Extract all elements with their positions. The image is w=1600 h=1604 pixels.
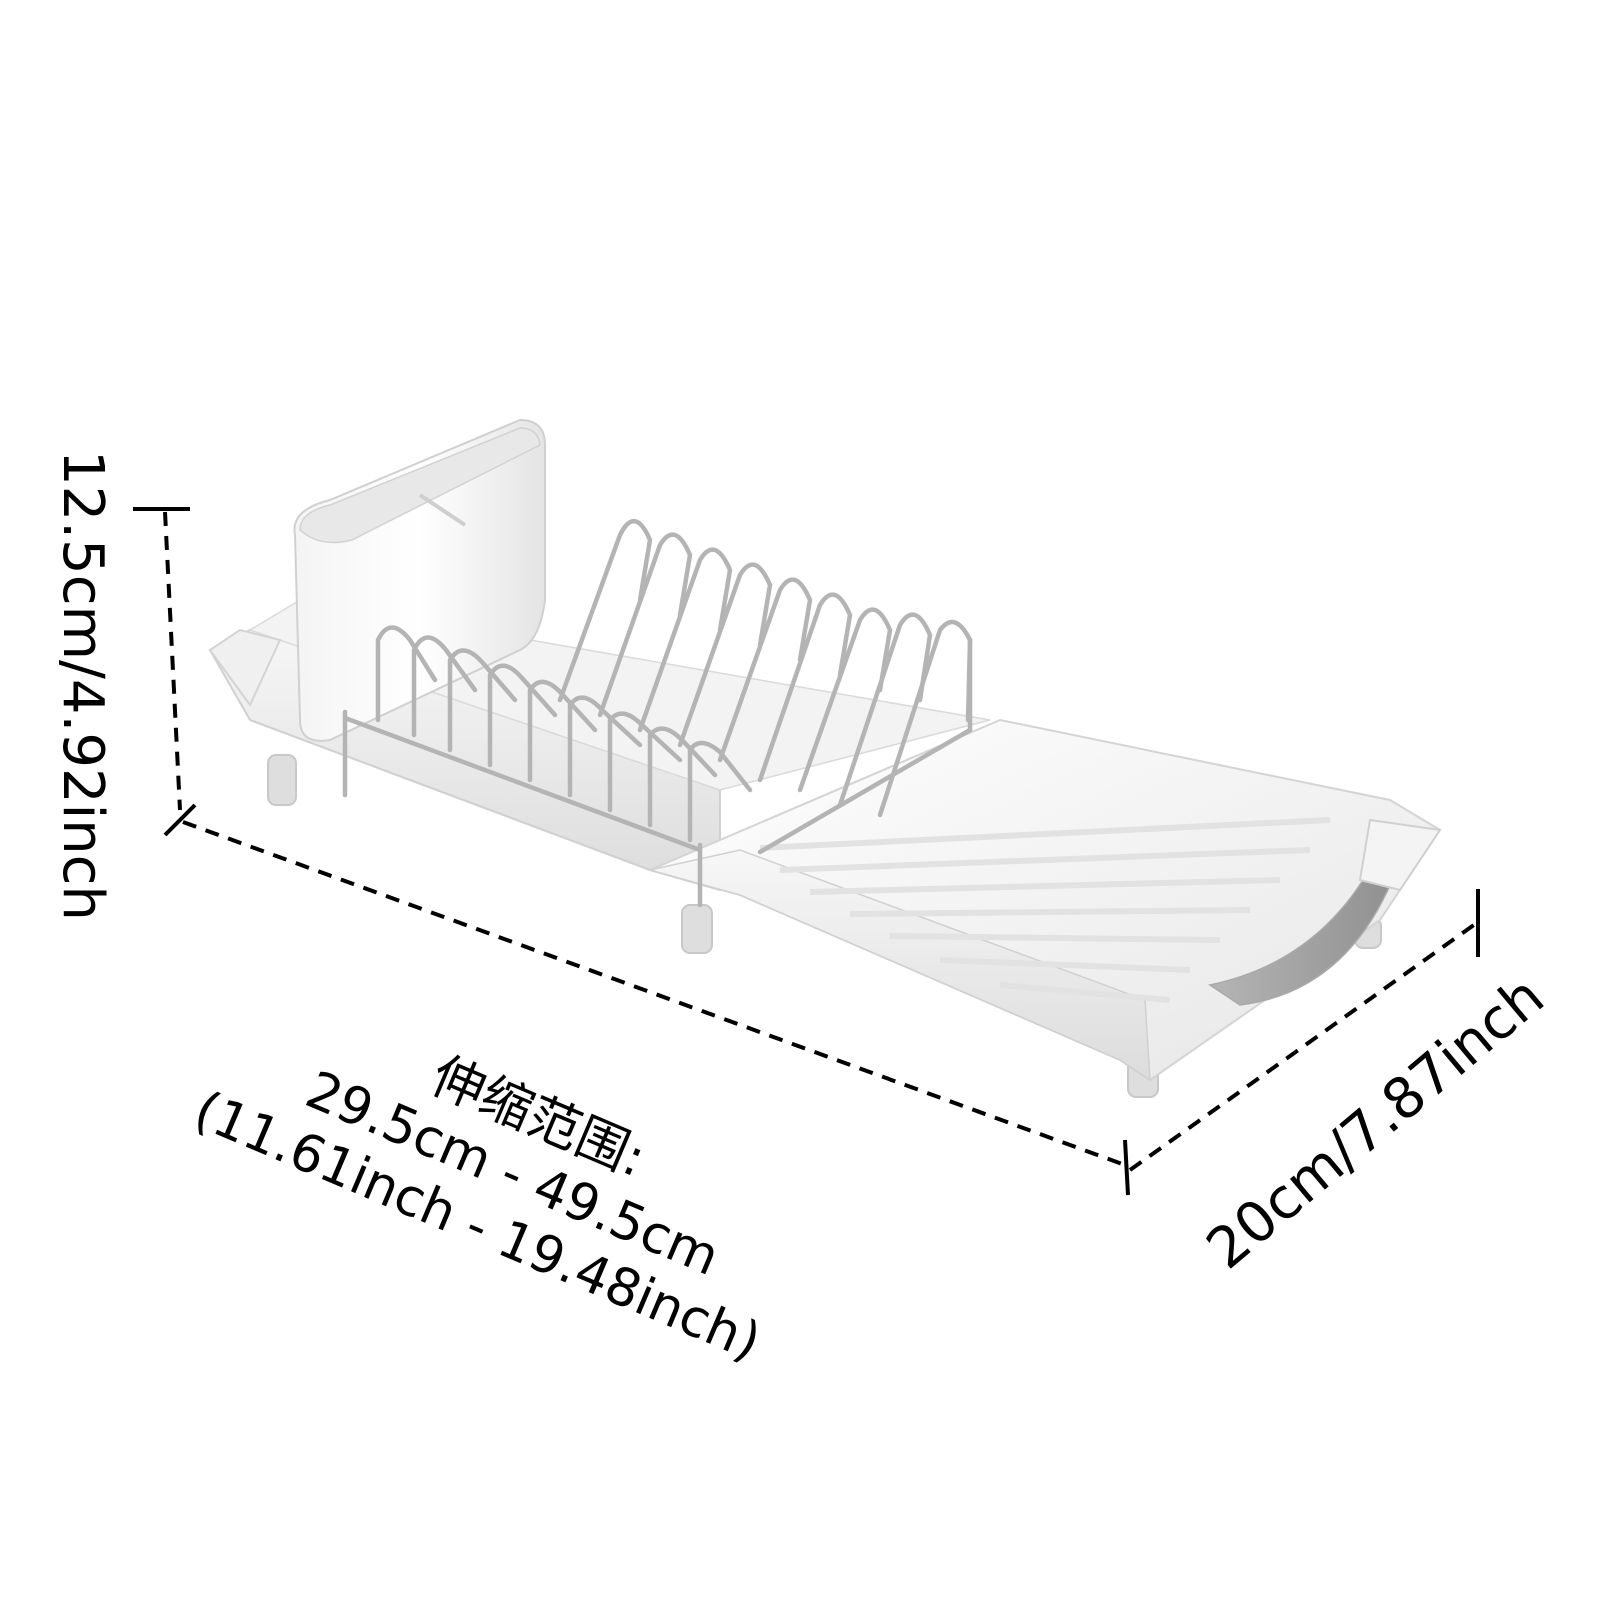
dimension-lines [133, 507, 1480, 1196]
swivel-spout [1208, 818, 1442, 1006]
wire-plate-rack [342, 519, 973, 908]
drain-ribs [759, 817, 1331, 1003]
height-dimension-label: 12.5cm/4.92inch [50, 450, 115, 921]
